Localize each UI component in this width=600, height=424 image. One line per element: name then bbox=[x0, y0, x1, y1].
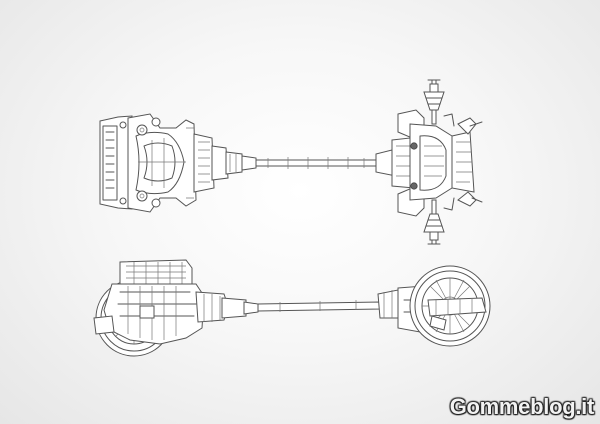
top-transaxle bbox=[375, 109, 483, 217]
gommeblog-watermark: Gommeblog.it bbox=[449, 394, 595, 419]
side-view bbox=[93, 259, 491, 357]
side-rear-wheel bbox=[409, 265, 491, 347]
top-engine-block bbox=[99, 113, 257, 213]
top-propshaft bbox=[255, 157, 379, 169]
side-propshaft bbox=[257, 300, 381, 312]
top-halfshafts bbox=[423, 79, 445, 245]
top-view bbox=[99, 79, 483, 245]
side-engine bbox=[93, 259, 259, 345]
